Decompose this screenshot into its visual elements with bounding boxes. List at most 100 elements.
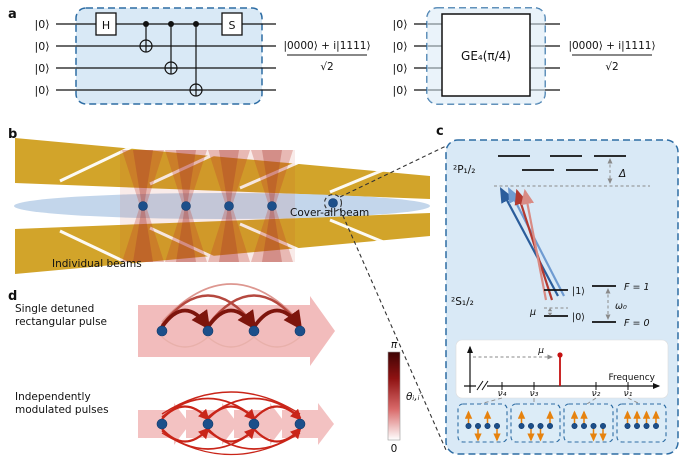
output-numerator: |0000⟩ + i|1111⟩ — [283, 40, 370, 52]
standard-circuit: |0⟩ |0⟩ |0⟩ |0⟩ H S |0000⟩ + i|1111⟩ √2 — [35, 7, 371, 105]
ket1-label: |1⟩ — [572, 286, 585, 297]
spectrum-box — [455, 339, 669, 399]
coupling-arcs — [161, 391, 302, 456]
ion — [156, 418, 168, 430]
panel-b: b Cover-all beam Individual beams — [8, 127, 447, 451]
single-pulse-label-1: Single detuned — [15, 303, 94, 315]
theta-colorbar: π 0 θᵢ,ᵢ′ — [387, 339, 423, 455]
colorbar-min-label: 0 — [391, 443, 398, 455]
qubit-ket-2: |0⟩ — [35, 40, 50, 53]
mode-nu3-label: ν₃ — [530, 389, 539, 399]
mode-nu2-pattern — [570, 410, 607, 442]
ion — [138, 201, 148, 211]
qubit-ket-1: |0⟩ — [393, 18, 408, 31]
ion — [202, 418, 214, 430]
cover-all-beam-label: Cover-all beam — [290, 207, 369, 219]
ion — [224, 201, 234, 211]
mode-box-nu3 — [510, 403, 561, 443]
panel-d-label: d — [8, 289, 17, 304]
p-levels — [498, 155, 626, 171]
mu-arrow-down — [547, 312, 553, 316]
highlighted-ion — [328, 198, 338, 208]
s-gate-label: S — [229, 19, 236, 32]
mu-arrow-up — [547, 308, 553, 312]
qubit-ket-3: |0⟩ — [35, 62, 50, 75]
mode-box-nu4 — [457, 403, 508, 443]
mode-nu4-pattern — [464, 410, 501, 442]
ion — [294, 418, 306, 430]
p-state-label: ²P₁/₂ — [453, 164, 476, 176]
cnot-gate-3 — [189, 21, 203, 97]
mode-nu1-label: ν₁ — [624, 389, 633, 399]
ket0-label: |0⟩ — [572, 312, 585, 323]
zoom-connector-top — [339, 145, 447, 198]
beam-separators — [59, 141, 411, 271]
output-state-right: |0000⟩ + i|1111⟩ √2 — [568, 40, 655, 73]
ion — [248, 418, 260, 430]
mode-nu1-pattern — [623, 410, 660, 429]
mode-nu3-pattern — [517, 410, 554, 442]
ion-chain — [138, 193, 343, 213]
ion — [156, 325, 168, 337]
output-denominator: √2 — [320, 61, 333, 73]
hadamard-gate: H — [95, 12, 117, 36]
qubit-ket-4: |0⟩ — [35, 84, 50, 97]
mode-patterns — [457, 397, 667, 443]
mode-nu2-label: ν₂ — [592, 389, 601, 399]
ion — [181, 201, 191, 211]
zoom-connector-bottom — [339, 208, 447, 451]
beatnote-dot — [557, 352, 563, 358]
global-gate-label: GE₄(π/4) — [461, 49, 511, 63]
ion — [267, 201, 277, 211]
s-gate: S — [221, 12, 243, 36]
coupling-arcs — [160, 283, 303, 348]
panel-a-label: a — [8, 7, 17, 22]
qubit-ket-4: |0⟩ — [393, 84, 408, 97]
f1-label: F = 1 — [624, 282, 650, 293]
delta-label: Δ — [618, 168, 626, 180]
circuit-dashed-box — [75, 7, 263, 105]
colorbar-title: θᵢ,ᵢ′ — [406, 391, 423, 403]
cnot-gate-1 — [139, 21, 153, 53]
panel-c-label: c — [436, 124, 444, 139]
frequency-axis-label: Frequency — [609, 373, 656, 383]
single-pulse-scheme — [138, 283, 335, 366]
modulated-pulse-label-1: Independently — [15, 391, 91, 403]
raman-beams — [499, 187, 565, 301]
output-state-left: |0000⟩ + i|1111⟩ √2 — [283, 40, 370, 73]
hadamard-gate-label: H — [102, 19, 110, 32]
individual-beams-label: Individual beams — [52, 258, 142, 270]
single-pulse-label-2: rectangular pulse — [15, 316, 107, 328]
axis-break — [476, 380, 484, 391]
panel-a: a |0⟩ |0⟩ |0⟩ |0⟩ H S — [8, 7, 656, 105]
s-state-label: ²S₁/₂ — [451, 296, 474, 308]
mode-nu4-label: ν₄ — [498, 389, 507, 399]
qubit-ket-1: |0⟩ — [35, 18, 50, 31]
output-denominator: √2 — [605, 61, 618, 73]
qubit-ket-3: |0⟩ — [393, 62, 408, 75]
modulated-pulse-scheme — [138, 391, 334, 456]
f0-label: F = 0 — [624, 318, 650, 329]
panel-b-label: b — [8, 127, 17, 142]
axis-break-gap — [476, 380, 487, 391]
mode-box-nu2 — [563, 403, 614, 443]
ion-zoom-circle — [323, 193, 343, 213]
colorbar-max-label: π — [391, 339, 398, 351]
ion — [248, 325, 260, 337]
global-gate-circuit: |0⟩ |0⟩ |0⟩ |0⟩ GE₄(π/4) |0000⟩ + i|1111… — [393, 7, 656, 105]
axis-break — [481, 380, 489, 391]
mode-spectrum: Frequency ν₄ ν₃ ν₂ ν₁ μ — [455, 339, 669, 399]
cnot-gate-2 — [164, 21, 178, 75]
ion — [294, 325, 306, 337]
qubit-ket-2: |0⟩ — [393, 40, 408, 53]
omega0-label: ω₀ — [615, 301, 627, 312]
panel-d: d Single detuned rectangular pulse Indep… — [8, 283, 423, 456]
modulated-pulse-label-2: modulated pulses — [15, 404, 109, 416]
mode-box-nu1 — [616, 403, 667, 443]
output-numerator: |0000⟩ + i|1111⟩ — [568, 40, 655, 52]
mu-level-label: μ — [529, 307, 536, 318]
colorbar-gradient — [387, 351, 401, 441]
ion — [202, 325, 214, 337]
